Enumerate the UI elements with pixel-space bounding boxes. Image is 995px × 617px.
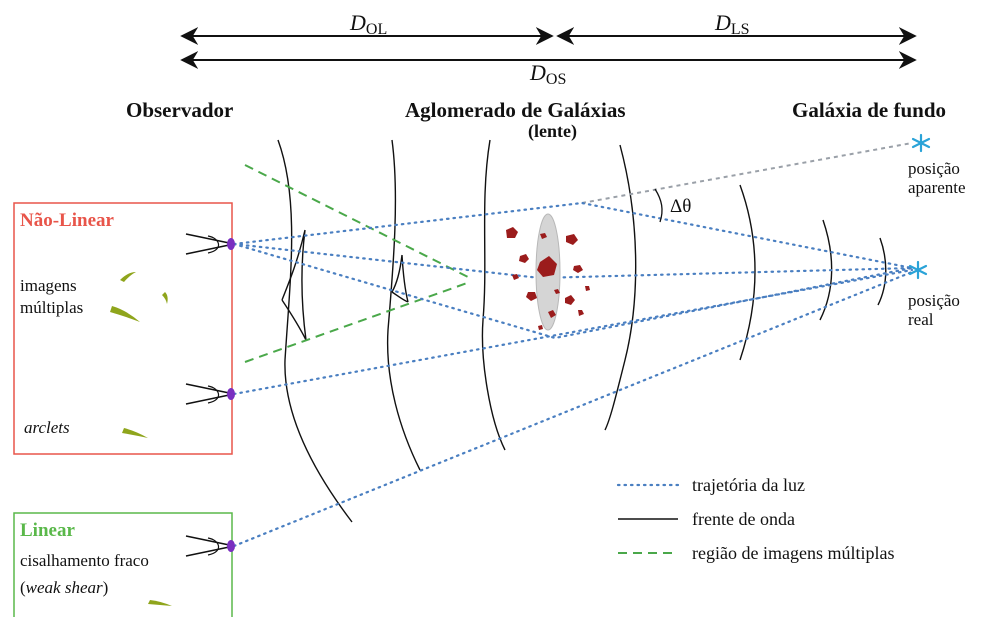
source-stars: posição aparente posição real xyxy=(908,133,966,329)
cluster-galaxy xyxy=(578,310,584,316)
eye-icon xyxy=(185,233,235,255)
delta-theta-label: Δθ xyxy=(670,196,691,217)
weak-shear-label-1: cisalhamento fraco xyxy=(20,551,149,570)
cluster-galaxy xyxy=(573,265,583,273)
real-position-label-1: posição xyxy=(908,291,960,310)
image-arc xyxy=(110,306,140,322)
cluster-galaxy xyxy=(566,234,578,245)
wavefront-2 xyxy=(386,139,421,471)
real-star-icon xyxy=(908,260,928,280)
eye-icon xyxy=(185,535,235,557)
green-dash-upper xyxy=(244,164,471,279)
cluster-galaxy xyxy=(537,256,557,277)
dos-label: DOS xyxy=(529,60,566,88)
cluster-galaxy xyxy=(585,286,590,291)
ray-arclets xyxy=(232,268,914,396)
green-dash-lower xyxy=(244,281,471,363)
apparent-ray xyxy=(581,142,913,204)
ray-top xyxy=(232,201,914,270)
distance-arrows: DOL DLS DOS xyxy=(180,10,917,88)
cluster-galaxy xyxy=(548,310,556,318)
linear-box: Linear cisalhamento fraco (weak shear) xyxy=(13,512,235,617)
eye-icon xyxy=(185,383,235,405)
cluster-galaxy xyxy=(519,254,529,263)
delta-theta-arc xyxy=(654,188,663,223)
galaxy-cluster xyxy=(506,213,590,331)
wavefront-1 xyxy=(277,139,353,523)
cluster-galaxy xyxy=(512,274,519,280)
cluster-galaxy xyxy=(540,233,547,239)
legend-wavefront: frente de onda xyxy=(692,509,795,529)
apparent-position-label-2: aparente xyxy=(908,178,966,197)
apparent-star-icon xyxy=(911,133,931,153)
wavefront-6 xyxy=(819,219,833,321)
real-position-label-2: real xyxy=(908,310,934,329)
caustic-2 xyxy=(391,254,409,303)
wavefronts xyxy=(277,139,887,523)
cluster-galaxy xyxy=(526,292,537,301)
nonlinear-title: Não-Linear xyxy=(20,210,115,231)
image-arc xyxy=(122,428,148,438)
image-arc xyxy=(162,292,168,304)
background-header: Galáxia de fundo xyxy=(792,98,946,122)
wavefront-3 xyxy=(481,139,506,451)
legend: trajetória da luz frente de onda região … xyxy=(616,475,894,563)
dol-label: DOL xyxy=(349,10,387,38)
linear-title: Linear xyxy=(20,520,75,541)
legend-multiple-images: região de imagens múltiplas xyxy=(692,543,894,563)
cluster-galaxy xyxy=(554,289,560,294)
arclets-label: arclets xyxy=(24,418,70,437)
nonlinear-frame xyxy=(13,202,233,455)
image-arc xyxy=(148,600,172,606)
cluster-galaxies xyxy=(506,227,590,330)
cluster-header: Aglomerado de Galáxias xyxy=(405,98,626,122)
weak-shear-label-2: (weak shear) xyxy=(20,578,108,597)
linear-frame xyxy=(13,512,233,617)
multiple-image-region xyxy=(244,164,471,363)
image-arc xyxy=(120,272,136,282)
ray-weak xyxy=(232,270,914,548)
caustic-1 xyxy=(281,229,307,341)
wavefront-4 xyxy=(604,144,637,431)
cluster-galaxy xyxy=(506,227,518,238)
apparent-position-label-1: posição xyxy=(908,159,960,178)
legend-light-path: trajetória da luz xyxy=(692,475,805,495)
multiple-images xyxy=(110,272,168,438)
multiple-images-label-2: múltiplas xyxy=(20,298,83,317)
light-rays xyxy=(232,142,914,548)
observer-header: Observador xyxy=(126,98,233,122)
wavefront-7 xyxy=(877,237,887,306)
lens-subheader: (lente) xyxy=(528,121,577,142)
dls-label: DLS xyxy=(714,10,750,38)
cluster-galaxy xyxy=(538,325,543,330)
ray-bottom xyxy=(232,242,914,340)
cluster-galaxy xyxy=(565,295,575,305)
multiple-images-label-1: imagens xyxy=(20,276,77,295)
nonlinear-box: Não-Linear imagens múltiplas arclets xyxy=(13,202,235,455)
